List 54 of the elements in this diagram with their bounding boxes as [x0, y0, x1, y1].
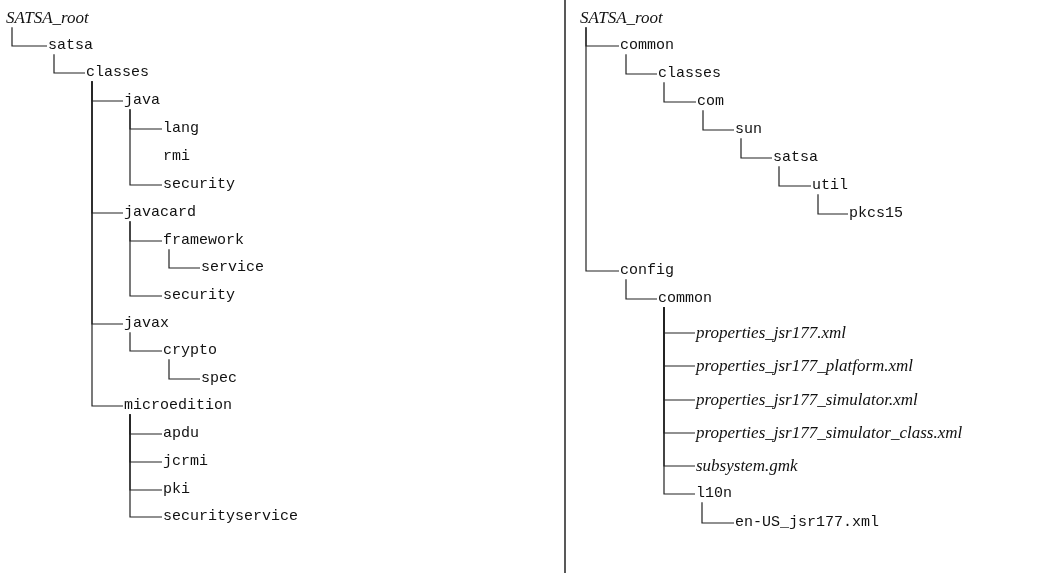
folder-label: framework: [163, 232, 244, 250]
tree-connector: [168, 248, 201, 269]
folder-label: config: [620, 262, 674, 280]
tree-connector: [625, 278, 658, 300]
file-label: properties_jsr177.xml: [696, 323, 846, 343]
file-label: properties_jsr177_platform.xml: [696, 356, 914, 376]
folder-label: common: [658, 290, 712, 308]
tree-connector: [585, 26, 620, 272]
tree-connector: [53, 53, 86, 74]
tree-connector: [817, 193, 849, 215]
folder-label: lang: [163, 120, 199, 138]
folder-label: java: [124, 92, 160, 110]
file-label: subsystem.gmk: [696, 456, 798, 476]
tree-connector: [129, 331, 163, 352]
tree-connector: [11, 26, 48, 47]
root-folder-label: SATSA_root: [6, 8, 89, 28]
folder-label: security: [163, 176, 235, 194]
root-folder-label: SATSA_root: [580, 8, 663, 28]
folder-label: securityservice: [163, 508, 299, 526]
folder-label: util: [812, 177, 848, 195]
folder-label: en-US_jsr177.xml: [735, 514, 880, 532]
folder-label: jcrmi: [163, 453, 208, 471]
folder-label: pki: [163, 481, 190, 499]
folder-label: security: [163, 287, 235, 305]
tree-connector: [701, 501, 735, 524]
folder-label: javacard: [124, 204, 196, 222]
folder-label: apdu: [163, 425, 199, 443]
tree-connector: [740, 137, 773, 159]
folder-label: crypto: [163, 342, 217, 360]
folder-label: classes: [658, 65, 721, 83]
tree-connector: [129, 108, 163, 186]
folder-label: classes: [86, 64, 149, 82]
tree-connector: [625, 53, 658, 75]
folder-label: satsa: [48, 37, 93, 55]
folder-label: spec: [201, 370, 237, 388]
folder-label: rmi: [163, 148, 190, 166]
folder-label: l10n: [696, 485, 732, 503]
tree-connector: [129, 220, 163, 297]
folder-label: common: [620, 37, 674, 55]
folder-label: javax: [124, 315, 169, 333]
file-label: properties_jsr177_simulator.xml: [696, 390, 918, 410]
tree-connector: [91, 80, 124, 407]
folder-label: pkcs15: [849, 205, 903, 223]
folder-label: microedition: [124, 397, 233, 415]
tree-connector: [702, 109, 735, 131]
tree-connector: [778, 165, 812, 187]
file-label: properties_jsr177_simulator_class.xml: [696, 423, 963, 443]
tree-connector: [663, 81, 697, 103]
folder-label: com: [697, 93, 724, 111]
tree-connector: [168, 358, 201, 380]
folder-label: sun: [735, 121, 762, 139]
folder-label: satsa: [773, 149, 818, 167]
tree-connector: [129, 413, 163, 518]
folder-label: service: [201, 259, 264, 277]
